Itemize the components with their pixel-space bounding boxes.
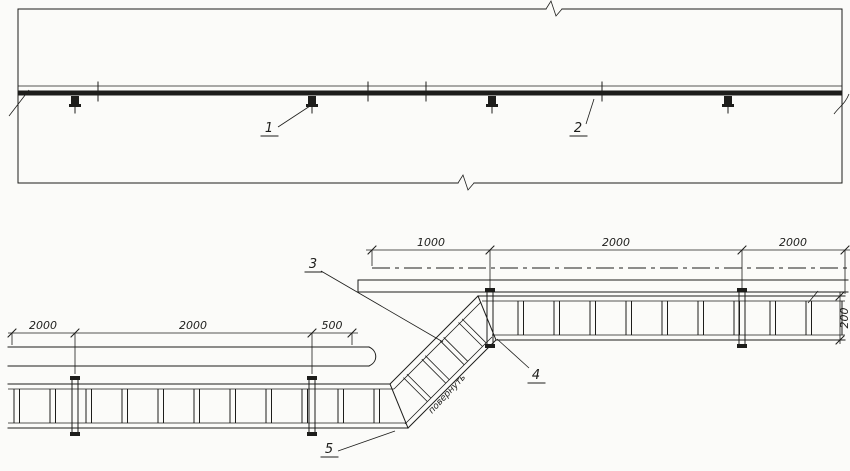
plan-clamp <box>737 288 747 348</box>
left-duct <box>7 346 377 367</box>
tray-joints <box>97 81 603 102</box>
dim-top-1000: 1000 <box>417 236 445 249</box>
break-mark-bottom <box>457 174 475 191</box>
callout-1-label: 1 <box>265 121 273 136</box>
dim-top-2000a: 2000 <box>602 236 630 249</box>
dimension-chain-top: 1000 2000 2000 <box>366 236 850 294</box>
dim-left-2000a: 2000 <box>29 319 57 332</box>
ladder-rungs-diagonal <box>403 318 487 402</box>
elevation-view: 1 2 <box>8 0 850 191</box>
hanger-clamp <box>69 96 81 114</box>
callout-4-label: 4 <box>532 368 540 383</box>
plan-clamp <box>307 376 317 436</box>
right-duct <box>357 267 849 293</box>
dimension-chain-left: 2000 2000 500 <box>7 319 358 374</box>
dim-left-2000b: 2000 <box>179 319 207 332</box>
callout-5-label: 5 <box>325 442 333 457</box>
hanger-clamp <box>306 96 318 114</box>
callout-3-label: 3 <box>309 257 317 272</box>
callout-5: 5 <box>320 430 396 458</box>
break-mark-top <box>545 0 563 17</box>
dim-left-500: 500 <box>322 319 343 332</box>
ladder-tray-diagonal <box>389 295 497 429</box>
diagonal-note: повернуть <box>427 373 468 416</box>
miter-joint-lower <box>389 383 409 429</box>
hanger-clamp <box>722 96 734 114</box>
dimension-right: 200 <box>835 291 850 345</box>
callout-4: 4 <box>496 338 546 384</box>
callout-1: 1 <box>260 105 311 137</box>
dim-top-2000b: 2000 <box>779 236 807 249</box>
hanger-clamp <box>486 96 498 114</box>
plan-clamp <box>485 288 495 348</box>
hanger-clamps-plan <box>70 288 747 436</box>
callout-2-label: 2 <box>574 121 582 136</box>
break-slash-tray <box>807 290 819 304</box>
ladder-tray-right <box>477 290 846 341</box>
break-curve-right <box>833 93 850 115</box>
dim-right-200: 200 <box>838 308 850 329</box>
hanger-clamps-elevation <box>69 96 734 114</box>
callout-3: 3 <box>304 257 444 343</box>
plan-view: 1000 2000 2000 2000 2000 500 200 <box>7 236 850 458</box>
ladder-rungs-right <box>500 301 845 335</box>
ladder-rungs-left <box>10 389 382 423</box>
ladder-tray-left <box>7 383 409 429</box>
plan-clamp <box>70 376 80 436</box>
callout-2: 2 <box>569 98 595 137</box>
